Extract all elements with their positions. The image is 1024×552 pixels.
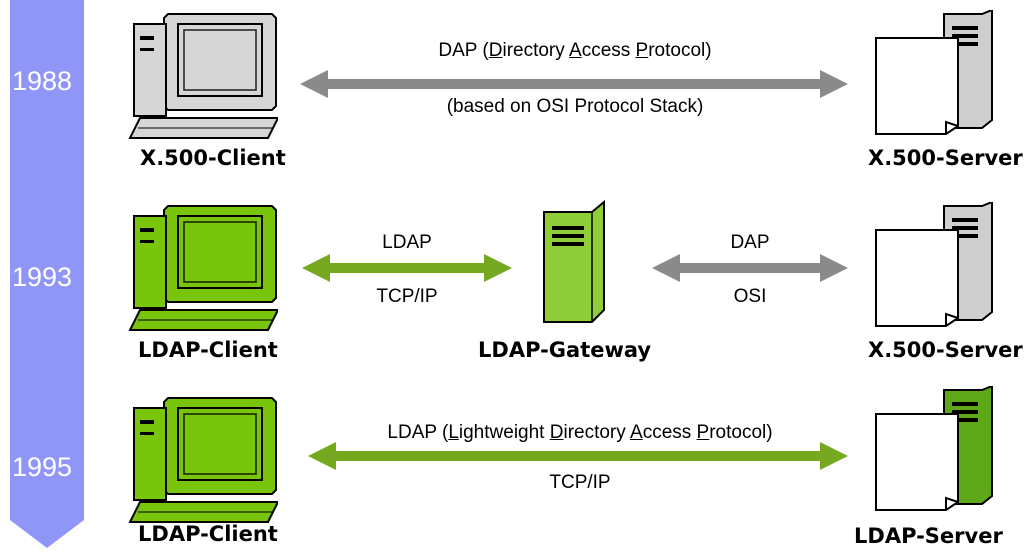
ldap-full-name-part: ccess: [642, 422, 697, 443]
year-1988: 1988: [11, 66, 73, 96]
dap-full-name-part: A: [569, 40, 582, 61]
dap-label-row2: DAP: [730, 232, 770, 253]
ldap-full-name-part: LDAP (: [387, 422, 449, 443]
year-1993: 1993: [11, 262, 73, 292]
dap-full-name-part: DAP (: [438, 40, 489, 61]
osi-label-row2: OSI: [733, 286, 767, 307]
ldap-server-icon: [875, 386, 993, 511]
ldap-arrow-row3: [308, 442, 848, 470]
dap-arrow-row1: [300, 70, 848, 98]
ldap-client-label-2: LDAP-Client: [138, 522, 278, 546]
ldap-label-row2: LDAP: [382, 232, 432, 253]
ldap-gateway-server-icon: [543, 201, 605, 323]
dap-osi-label: (based on OSI Protocol Stack): [446, 96, 704, 117]
x500-server-label-2: X.500-Server: [868, 338, 1023, 362]
dap-full-name-part: ccess: [581, 40, 636, 61]
dap-full-name-part: irectory: [502, 40, 569, 61]
tcpip-label-row2: TCP/IP: [376, 286, 438, 307]
ldap-full-name-label: LDAP (Lightweight Directory Access Proto…: [320, 422, 840, 444]
tcpip-label-row3: TCP/IP: [549, 472, 611, 493]
dap-full-name-part: rotocol): [648, 40, 712, 61]
ldap-full-name-part: rotocol): [709, 422, 773, 443]
x500-client-computer-icon: [129, 13, 278, 139]
timeline-arrow: [10, 0, 84, 548]
dap-full-name-part: D: [488, 40, 503, 61]
x500-server-icon: [875, 10, 993, 135]
x500-client-label: X.500-Client: [140, 146, 286, 170]
ldap-full-name-part: D: [549, 422, 564, 443]
dap-arrow-row2: [652, 254, 848, 282]
ldap-client-computer-icon: [129, 205, 278, 331]
ldap-full-name-part: ightweight: [458, 422, 550, 443]
x500-server-icon-2: [875, 202, 993, 327]
ldap-full-name-part: L: [448, 422, 459, 443]
ldap-server-label: LDAP-Server: [854, 524, 1003, 548]
ldap-client-computer-icon-2: [129, 397, 278, 523]
x500-server-label: X.500-Server: [868, 146, 1023, 170]
ldap-gateway-label: LDAP-Gateway: [478, 338, 652, 362]
year-1995: 1995: [11, 452, 73, 482]
dap-full-name-label: DAP (Directory Access Protocol): [340, 40, 810, 62]
ldap-arrow-row2: [302, 254, 512, 282]
ldap-full-name-part: irectory: [563, 422, 630, 443]
dap-full-name-part: P: [635, 40, 649, 61]
ldap-full-name-part: P: [696, 422, 710, 443]
ldap-client-label: LDAP-Client: [138, 338, 278, 362]
ldap-full-name-part: A: [630, 422, 643, 443]
